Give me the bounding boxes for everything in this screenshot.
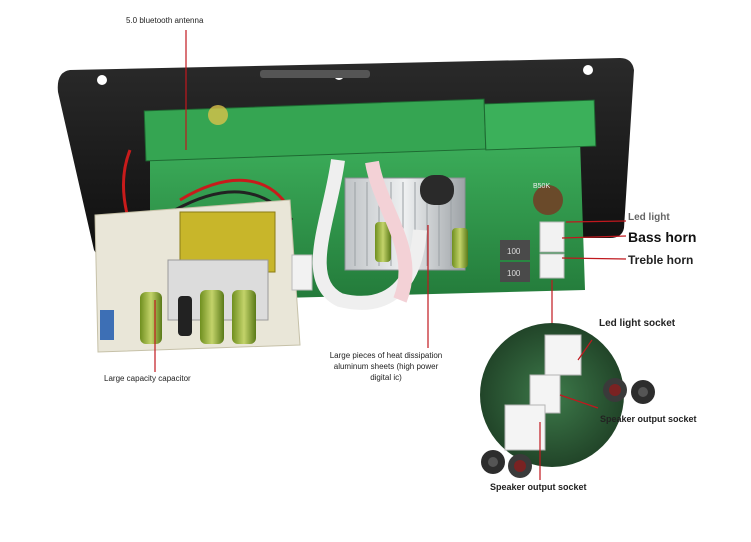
inductor-label: 100 (507, 247, 521, 256)
led-socket-closeup (544, 334, 582, 376)
mount-hole (97, 75, 107, 85)
leader-line (561, 257, 627, 260)
antenna-solder (208, 105, 228, 125)
leader-line (577, 339, 593, 361)
led-light-label: Led light (628, 212, 670, 223)
potentiometer-label: B50K (533, 183, 550, 190)
inductor-label: 100 (507, 269, 521, 278)
speaker-output-socket-label: Speaker output socket (490, 482, 587, 492)
power-capacitor (200, 290, 224, 344)
treble-horn-label: Treble horn (628, 253, 694, 267)
speaker-terminal (514, 460, 526, 472)
capacitor-top (420, 175, 454, 205)
power-capacitor (140, 292, 162, 344)
capacitor (375, 222, 391, 262)
speaker-output-socket-label: Speaker output socket (600, 414, 697, 424)
leader-line (561, 235, 627, 239)
bass-horn-label: Bass horn (628, 229, 697, 245)
speaker-terminal (638, 387, 648, 397)
treble-socket (539, 253, 565, 279)
led-light-socket-label: Led light socket (599, 318, 676, 329)
capacitor (452, 228, 468, 268)
mount-slot (260, 70, 370, 78)
fuse-cap (100, 310, 114, 340)
bass-socket (539, 221, 565, 253)
potentiometer (533, 185, 563, 215)
speaker-terminal (609, 384, 621, 396)
capacitor-label: Large capacity capacitor (104, 374, 191, 383)
speaker-terminal (488, 457, 498, 467)
mount-hole (583, 65, 593, 75)
control-pcb (483, 99, 597, 151)
leader-line (565, 220, 627, 223)
speaker-socket-closeup (504, 404, 546, 451)
power-socket (291, 254, 313, 291)
wire (179, 178, 292, 211)
inductor (500, 262, 530, 282)
heat-dissipation-label: Large pieces of heat dissipation aluminu… (329, 351, 443, 382)
inductor (500, 240, 530, 260)
ribbon-cable (365, 160, 413, 303)
leader-line (559, 394, 599, 409)
bluetooth-antenna-label: 5.0 bluetooth antenna (126, 16, 204, 25)
power-capacitor (232, 290, 256, 344)
capacitor (178, 296, 192, 336)
